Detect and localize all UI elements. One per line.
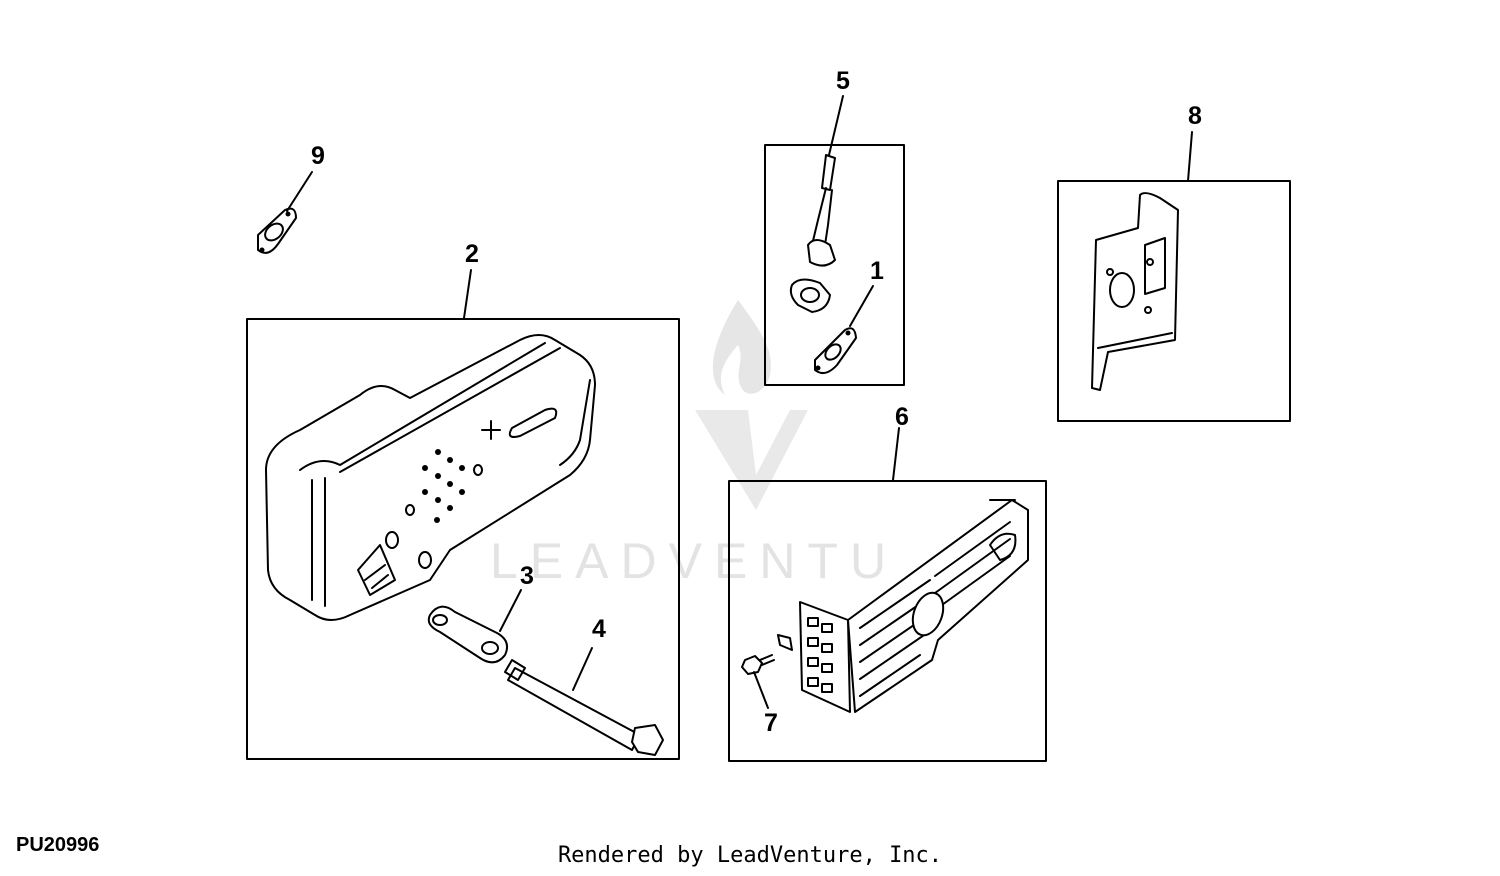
box-part-6 xyxy=(728,480,1047,762)
guard-part-6 xyxy=(777,499,1029,713)
callout-9: 9 xyxy=(311,142,325,170)
callout-2: 2 xyxy=(465,240,479,268)
bolt-part-4 xyxy=(504,659,664,756)
plate-part-8 xyxy=(1091,192,1179,391)
box-part-8 xyxy=(1057,180,1291,422)
v-watermark-icon xyxy=(695,410,808,510)
muffler-vent-holes xyxy=(422,449,465,523)
render-credit: Rendered by LeadVenture, Inc. xyxy=(557,843,943,868)
callout-3: 3 xyxy=(520,562,534,590)
gasket-part-1 xyxy=(814,327,857,375)
callout-6: 6 xyxy=(895,403,909,431)
leader-lines xyxy=(286,95,1193,709)
callout-8: 8 xyxy=(1188,102,1202,130)
muffler-part-2 xyxy=(265,334,596,621)
screw-part-7 xyxy=(741,654,775,675)
flame-watermark-icon xyxy=(712,300,771,395)
callout-4: 4 xyxy=(592,615,606,643)
box-part-5 xyxy=(764,144,905,386)
diagram-reference-code: PU20996 xyxy=(16,834,100,856)
watermark-text: LEADVENTU xyxy=(490,533,898,589)
box-part-2 xyxy=(246,318,680,760)
deflector-part-5 xyxy=(789,154,836,313)
callout-1: 1 xyxy=(870,257,884,285)
gasket-part-9 xyxy=(257,207,297,254)
callout-5: 5 xyxy=(836,67,850,95)
leadventure-watermark: LEADVENTU xyxy=(490,300,898,589)
strap-part-3 xyxy=(427,605,508,664)
callout-7: 7 xyxy=(764,709,778,737)
